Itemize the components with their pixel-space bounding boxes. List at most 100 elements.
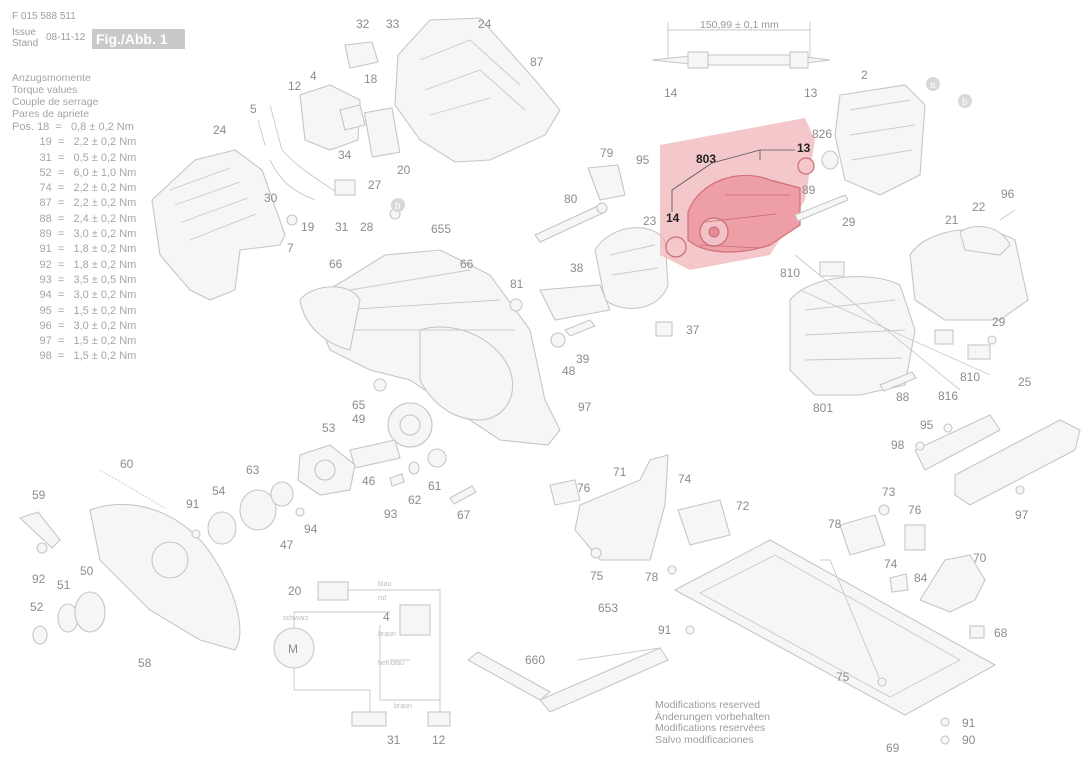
part-label: 46: [362, 474, 376, 488]
parallel-guide-part: [467, 647, 669, 713]
bracket-part-72: [677, 499, 731, 546]
part-label: 71: [613, 465, 627, 479]
part-76b: [904, 524, 926, 551]
part-label: 89: [802, 183, 816, 197]
bracket-part-38: [539, 284, 611, 321]
brush-housing-part: [834, 84, 926, 196]
part-label: 80: [564, 192, 578, 206]
part-label: 51: [57, 578, 71, 592]
torque-row: 94 = 3,0 ± 0,2 Nm: [12, 289, 137, 302]
part-label: 61: [428, 479, 442, 493]
part-label: 12: [288, 79, 302, 93]
part-label: 810: [780, 266, 800, 280]
handle-cover-part: [914, 414, 1081, 506]
part-label: 27: [368, 178, 382, 192]
part-label: 87: [530, 55, 544, 69]
screw-part-75: [590, 547, 602, 559]
part-label: 826: [812, 127, 832, 141]
armature-dimension: 150,99 ± 0,1 mm: [700, 19, 779, 31]
lever-part-59: [18, 511, 61, 549]
part-label: 84: [914, 571, 928, 585]
torque-row: 19 = 2,2 ± 0,2 Nm: [12, 136, 137, 149]
part-label: 32: [356, 17, 370, 31]
highlight-leader-lines: [671, 149, 795, 212]
part-39: [564, 319, 596, 337]
part-79: [587, 164, 626, 201]
washer-part-62: [408, 461, 420, 475]
bevel-bracket-part: [549, 454, 669, 561]
part-label: 13: [804, 86, 818, 100]
part-label: 66: [329, 257, 343, 271]
part-label: 78: [828, 517, 842, 531]
part-label: 98: [891, 438, 905, 452]
part-label: 69: [886, 741, 900, 755]
flange-part-50: [74, 591, 106, 633]
part-label: 63: [246, 463, 260, 477]
torque-row: 74 = 2,2 ± 0,2 Nm: [12, 182, 137, 195]
part-label: 37: [686, 323, 700, 337]
screw-part-95b: [943, 423, 953, 433]
part-68: [969, 625, 985, 639]
part-label: 73: [882, 485, 896, 499]
part-label: 816: [938, 389, 958, 403]
callout-b-circle: [958, 94, 972, 108]
part-label: 23: [643, 214, 657, 228]
part-label: 81: [510, 277, 524, 291]
wire-label: braun: [394, 703, 412, 710]
wire-label: schwarz: [283, 615, 309, 622]
field-housing-part: [789, 276, 916, 396]
brush-holder-wire-part: [257, 104, 341, 201]
part-label: 12: [432, 733, 446, 747]
torque-heading: Pares de apriete: [12, 108, 90, 120]
part-label: 97: [578, 400, 592, 414]
part-label: 60: [120, 457, 134, 471]
screw-part-65: [373, 378, 387, 392]
part-label: 72: [736, 499, 750, 513]
part-label: 47: [280, 538, 294, 552]
gear-hub: [399, 414, 421, 436]
part-label: 4: [310, 69, 317, 83]
fan-guide-part: [594, 227, 669, 309]
part-label: 801: [813, 401, 833, 415]
screw-part-93: [389, 473, 405, 487]
part-label: 95: [920, 418, 934, 432]
torque-row: 31 = 0,5 ± 0,2 Nm: [12, 151, 137, 164]
torque-row: 92 = 1,8 ± 0,2 Nm: [12, 258, 137, 271]
bolt-part-52: [32, 625, 48, 645]
brush-holder-part-29: [934, 329, 954, 345]
motor-cover-part: [151, 149, 286, 301]
lower-blade-guard-part: [89, 503, 241, 651]
wire-label: rot: [378, 595, 386, 602]
part-label: 75: [836, 670, 850, 684]
part-label: 79: [600, 146, 614, 160]
part-label-803: 803: [696, 152, 716, 166]
torque-row: 93 = 3,5 ± 0,5 Nm: [12, 273, 137, 286]
ring-part-63: [239, 489, 277, 531]
part-label: 30: [264, 191, 278, 205]
handle-housing-part: [394, 17, 561, 163]
armature-dimension-drawing: [651, 22, 831, 69]
brush-part-810b: [967, 344, 991, 360]
part-label: 29: [992, 315, 1006, 329]
torque-heading: Torque values: [12, 84, 78, 96]
blade-guard-part: [299, 249, 561, 446]
callout-b: b: [962, 97, 968, 108]
wire-816: [794, 254, 991, 391]
torque-row: Pos. 18 = 0,8 ± 0,2 Nm: [12, 121, 134, 133]
torque-heading: Anzugsmomente: [12, 72, 91, 84]
screw-part-98: [915, 441, 925, 451]
part-label: 91: [962, 716, 976, 730]
torque-row: 52 = 6,0 ± 1,0 Nm: [12, 166, 137, 179]
switch-part: [299, 84, 366, 151]
part-label: 70: [973, 551, 987, 565]
bearing-flange-part: [297, 444, 356, 496]
part-label: 653: [598, 601, 618, 615]
bearing-part-826: [821, 150, 839, 170]
part-label: 95: [636, 153, 650, 167]
part-label: 48: [562, 364, 576, 378]
screw-part-78: [667, 565, 677, 575]
part-label: 24: [478, 17, 492, 31]
part-label: 39: [576, 352, 590, 366]
stand-label: Stand: [12, 38, 39, 49]
